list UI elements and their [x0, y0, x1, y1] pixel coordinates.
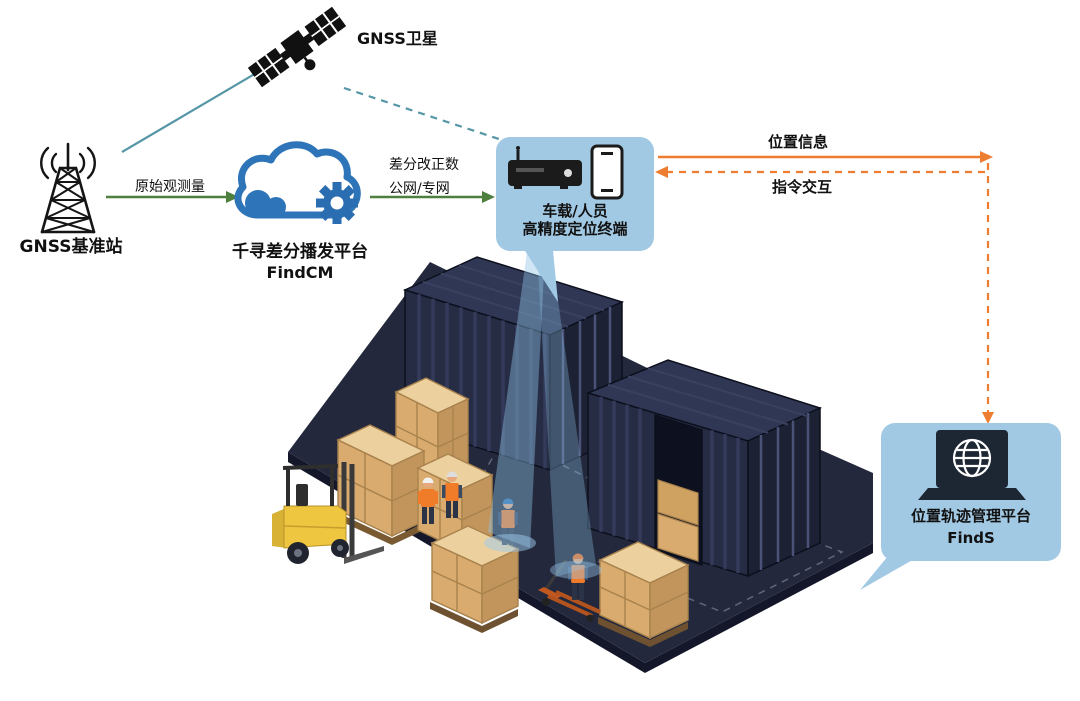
worker-2 — [442, 471, 462, 518]
satellite-base-link-line — [121, 71, 259, 153]
satellite-icon — [247, 6, 347, 88]
pallet-boxes-left — [336, 377, 494, 553]
shipping-container-2 — [585, 359, 823, 578]
terminal-label-line1: 车载/人员 — [542, 202, 608, 220]
satellite-label: GNSS卫星 — [357, 29, 438, 48]
pallet-boxes-right — [598, 541, 690, 647]
flow-position-info — [658, 151, 994, 424]
positioning-beams — [484, 252, 602, 579]
positioning-beam — [488, 252, 545, 548]
cloud-platform-title: 千寻差分播发平台 — [232, 242, 368, 262]
arrow-diff-correction — [370, 191, 495, 203]
terminal-label-line2: 高精度定位终端 — [522, 220, 628, 238]
platform-title: 位置轨迹管理平台 — [910, 507, 1032, 525]
pallet-jack-icon — [538, 559, 601, 622]
raw-observation-label: 原始观测量 — [135, 179, 205, 195]
forklift-icon — [272, 462, 384, 564]
worker-1 — [418, 477, 438, 524]
platform-subtitle: FindS — [947, 529, 995, 547]
base-station-label: GNSS基准站 — [19, 237, 123, 257]
cloud-platform-subtitle: FindCM — [266, 263, 334, 282]
diff-correction-label: 差分改正数 — [389, 157, 459, 173]
command-interaction-label: 指令交互 — [771, 178, 833, 196]
arrow-raw-observation — [106, 191, 239, 203]
receiver-icon — [508, 146, 582, 189]
satellite-terminal-link-line — [343, 86, 503, 142]
pallet-boxes-center — [430, 525, 520, 633]
smartphone-icon — [590, 144, 624, 200]
network-label: 公网/专网 — [389, 181, 450, 197]
positioning-beam — [537, 252, 596, 577]
platform-card — [860, 423, 1061, 590]
worker-4 — [568, 553, 588, 600]
gear-icon — [316, 182, 358, 224]
floor-edge — [288, 452, 873, 673]
warehouse-scene — [272, 256, 873, 673]
radio-tower-icon — [40, 142, 96, 234]
cloud-icon — [234, 141, 361, 224]
laptop-globe-icon — [918, 430, 1026, 500]
terminal-card-tail — [518, 240, 558, 302]
flow-command — [655, 166, 985, 178]
position-info-label: 位置信息 — [767, 133, 829, 151]
terminal-card — [496, 137, 654, 302]
